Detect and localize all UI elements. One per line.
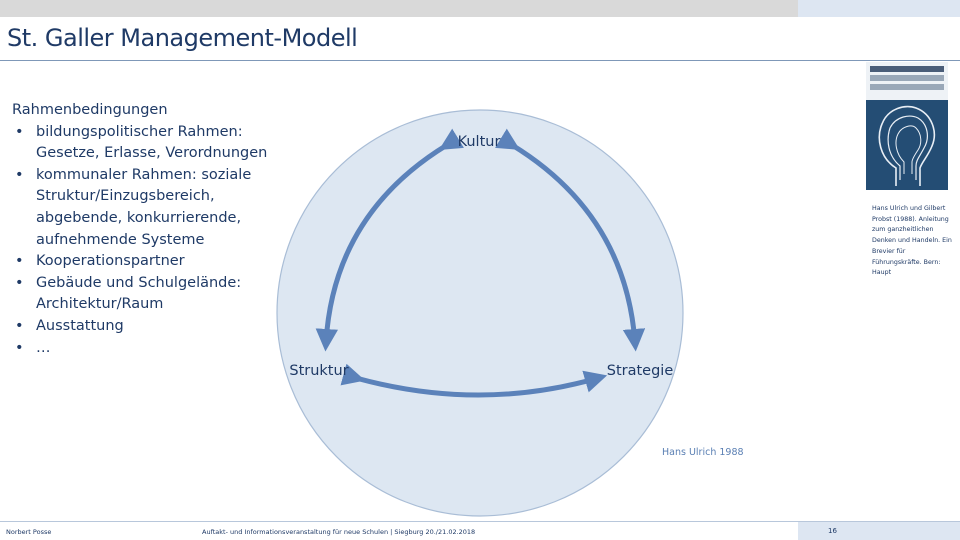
list-item: bildungspolitischer Rahmen: Gesetze, Erl… xyxy=(12,122,302,165)
top-bar-accent xyxy=(798,0,960,17)
page-number-box: 16 xyxy=(798,522,960,540)
book-cover-line xyxy=(870,75,944,81)
book-caption: Hans Ulrich und Gilbert Probst (1988). A… xyxy=(872,205,952,277)
footer-author: Norbert Posse xyxy=(6,528,52,536)
list-item: Gebäude und Schulgelände: Architektur/Ra… xyxy=(12,273,302,316)
footer-divider xyxy=(0,521,960,522)
book-cover-line xyxy=(870,84,944,90)
label-struktur: Struktur xyxy=(289,363,348,379)
arrow-struktur-strategie xyxy=(340,363,608,398)
book-cover-title-area xyxy=(866,62,948,100)
head-profile-icon xyxy=(878,105,936,186)
arrow-kultur-strategie xyxy=(495,128,646,352)
model-circle xyxy=(276,109,684,517)
diagram-credit: Hans Ulrich 1988 xyxy=(662,447,744,458)
label-kultur: Kultur xyxy=(458,134,501,150)
top-bar xyxy=(0,0,960,17)
page-number: 16 xyxy=(828,527,837,535)
list-item: kommunaler Rahmen: soziale Struktur/Einz… xyxy=(12,165,302,251)
arrow-kultur-struktur xyxy=(315,128,464,352)
list-item: … xyxy=(12,338,302,360)
title-divider xyxy=(0,60,960,61)
book-cover-image xyxy=(866,62,948,190)
conditions-list: Rahmenbedingungen bildungspolitischer Ra… xyxy=(12,100,302,359)
book-cover-line xyxy=(870,66,944,72)
conditions-heading: Rahmenbedingungen xyxy=(12,102,168,118)
slide-title: St. Galler Management-Modell xyxy=(7,24,358,52)
list-item: Kooperationspartner xyxy=(12,251,302,273)
footer-event: Auftakt- und Informationsveranstaltung f… xyxy=(202,528,476,536)
label-strategie: Strategie xyxy=(607,363,674,379)
list-item: Ausstattung xyxy=(12,316,302,338)
